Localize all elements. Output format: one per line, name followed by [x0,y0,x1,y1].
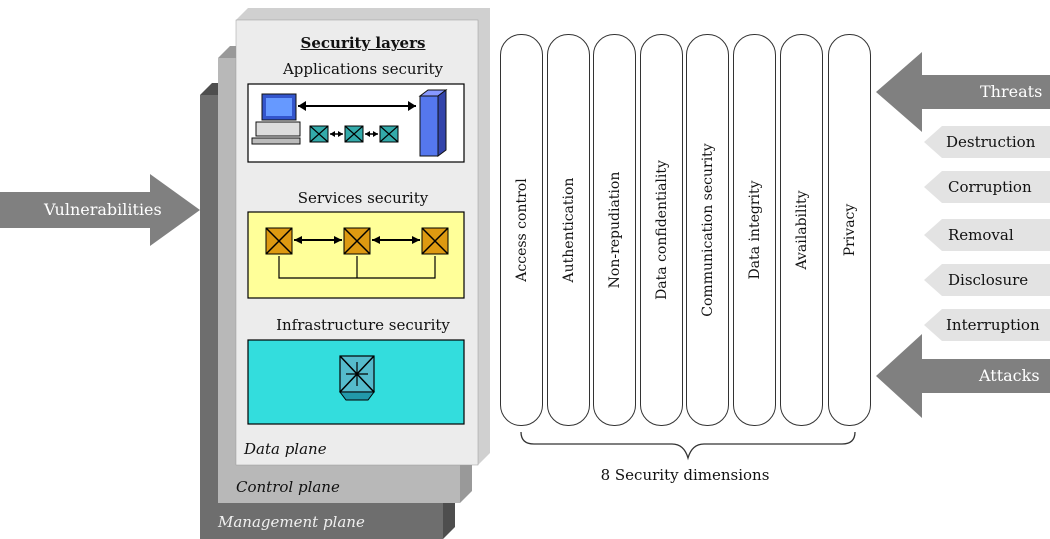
threat-tags [924,126,1050,341]
management-plane-label: Management plane [218,513,365,531]
services-diagram [247,211,465,299]
dimension-data-confidentiality: Data confidentiality [640,34,683,426]
computer-icon [251,93,301,145]
threat-corruption: Corruption [948,178,1032,196]
threat-destruction: Destruction [946,133,1036,151]
dimension-availability: Availability [780,34,823,426]
security-layers-title: Security layers [300,34,426,52]
threat-removal: Removal [948,226,1014,244]
applications-diagram [247,83,465,163]
vulnerabilities-arrow [0,174,200,246]
threat-disclosure: Disclosure [948,271,1029,289]
dimensions-label: 8 Security dimensions [600,466,770,484]
server-icon [418,89,448,157]
control-plane-label: Control plane [236,478,340,496]
attacks-arrow [876,334,1050,418]
dimension-non-repudiation: Non-repudiation [593,34,636,426]
data-plane-label: Data plane [244,440,327,458]
service-node-icons [265,227,449,255]
dimensions-brace [520,431,856,461]
dimension-privacy: Privacy [828,34,871,426]
router-icons [309,125,399,143]
attacks-label: Attacks [979,366,1040,385]
threats-arrow [876,52,1050,132]
dimension-communication-security: Communication security [686,34,729,426]
vulnerabilities-label: Vulnerabilities [44,200,162,219]
dimension-authentication: Authentication [547,34,590,426]
services-security-label: Services security [297,189,429,207]
infrastructure-security-label: Infrastructure security [276,316,450,334]
infrastructure-diagram [247,339,465,425]
switch-icon [339,355,375,401]
dimension-access-control: Access control [500,34,543,426]
dimension-data-integrity: Data integrity [733,34,776,426]
threat-interruption: Interruption [946,316,1040,334]
applications-security-label: Applications security [282,60,444,78]
threats-label: Threats [980,82,1043,101]
